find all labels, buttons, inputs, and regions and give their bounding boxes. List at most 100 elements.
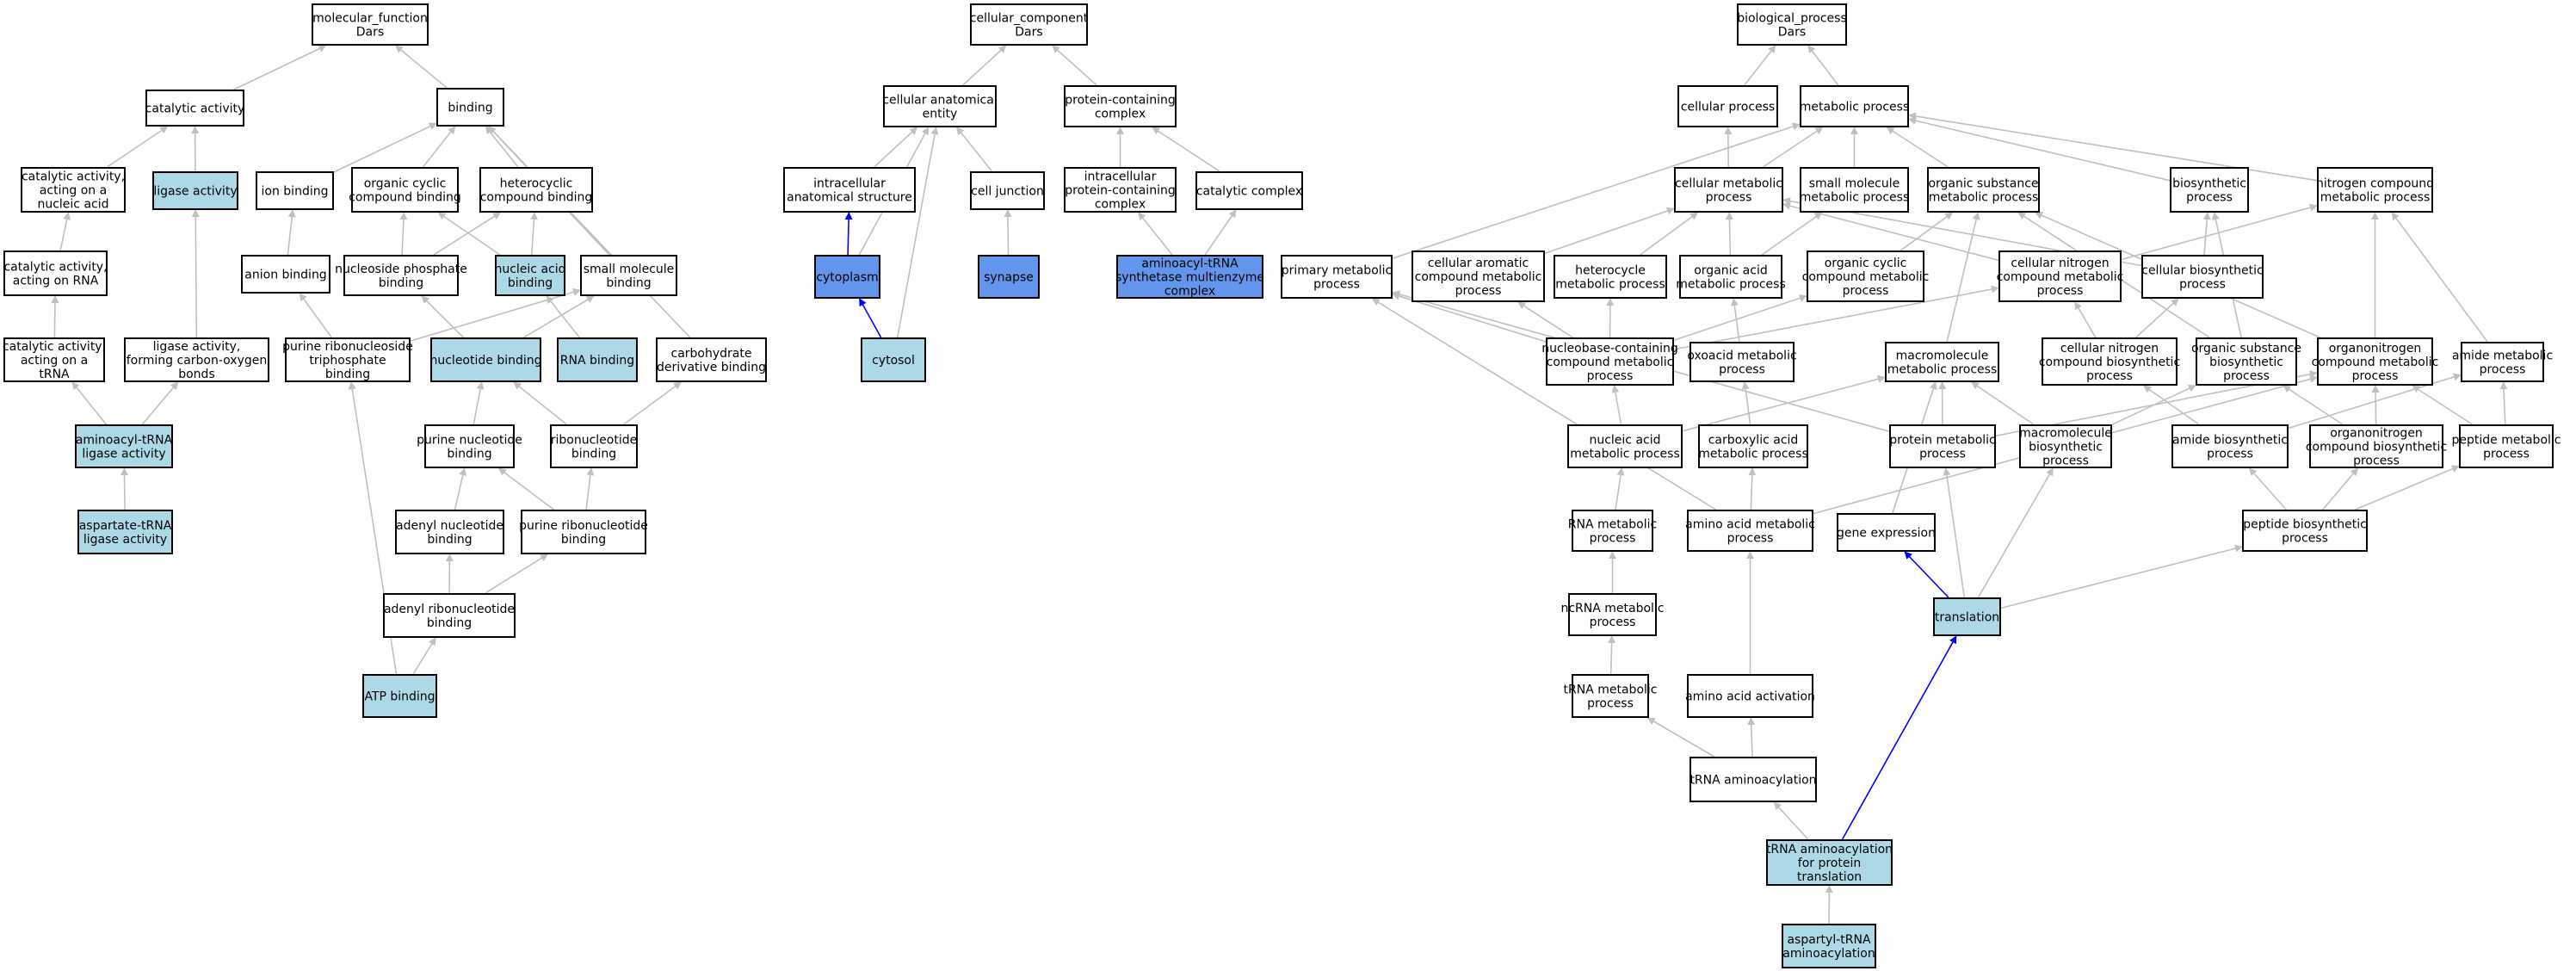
term-label-line: amide metabolic (2452, 349, 2553, 363)
term-box (978, 255, 1040, 299)
edge-carboxylic-to-oxoacid (1741, 381, 1751, 425)
term-box (1281, 255, 1393, 299)
term-box (1116, 255, 1263, 299)
term-node-cat_rna[interactable]: catalytic activity,acting on RNA (3, 250, 108, 296)
term-node-cat_complex[interactable]: catalytic complex (1195, 171, 1303, 210)
term-node-aa_activation[interactable]: amino acid activation (1685, 674, 1815, 718)
term-node-cellular_proc[interactable]: cellular process (1677, 85, 1778, 127)
term-label-line: binding (427, 616, 472, 630)
edge-asp_trna_ligase-to-aatrna_ligase (120, 467, 129, 510)
term-label-line: cell junction (971, 185, 1044, 199)
term-node-ion_binding[interactable]: ion binding (256, 171, 334, 210)
edge-macromolecule_mp-to-org_sub_mp (1946, 212, 1980, 343)
term-box (1572, 510, 1653, 552)
edge-biosynthetic-to-metabolic (1908, 116, 2171, 182)
term-label-line: biosynthetic (2209, 356, 2283, 369)
term-node-synapse[interactable]: synapse (978, 255, 1040, 299)
term-label-line: binding (447, 448, 491, 461)
term-node-rna_binding[interactable]: RNA binding (557, 337, 638, 382)
term-node-metabolic[interactable]: metabolic process (1800, 85, 1910, 127)
term-node-gene_expr[interactable]: gene expression (1837, 513, 1936, 552)
term-label-line: process (1719, 363, 1765, 377)
term-box (1412, 250, 1545, 302)
term-node-ligase[interactable]: ligase activity (152, 171, 238, 210)
edge-peptide_mp-to-organonitrogen_mp (2412, 385, 2473, 425)
term-label-line: complex (1095, 108, 1146, 121)
term-label-line: catalytic activity, (22, 170, 125, 184)
term-box (362, 674, 437, 718)
term-node-catalytic[interactable]: catalytic activity (145, 90, 245, 127)
term-node-anion[interactable]: anion binding (241, 255, 330, 294)
term-node-atp[interactable]: ATP binding (362, 674, 437, 718)
term-node-nucleotide_b[interactable]: nucleotide binding (429, 337, 542, 382)
term-node-ligase_co[interactable]: ligase activity,forming carbon-oxygenbon… (124, 337, 269, 382)
edge-ribonucleotide-to-carb_deriv (623, 381, 682, 425)
term-node-translation[interactable]: translation (1933, 597, 2001, 636)
term-node-binding[interactable]: binding (436, 88, 504, 127)
term-label-line: organonitrogen (2329, 342, 2422, 356)
term-node-trna_aminoacyl[interactable]: tRNA aminoacylation (1690, 757, 1817, 802)
term-box (2459, 424, 2554, 468)
term-node-cell_junction[interactable]: cell junction (970, 171, 1045, 210)
term-node-cytosol[interactable]: cytosol (861, 337, 926, 382)
term-node-cytoplasm[interactable]: cytoplasm (814, 255, 880, 299)
